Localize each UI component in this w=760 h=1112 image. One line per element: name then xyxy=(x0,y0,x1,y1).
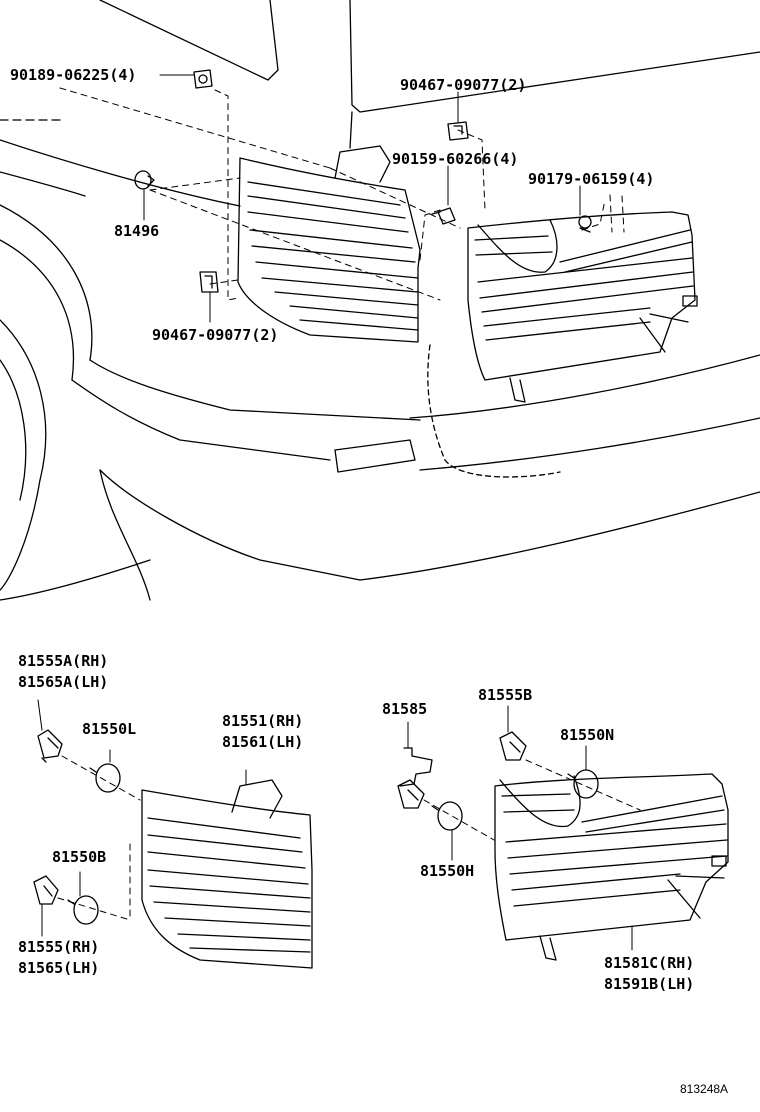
part-label-90467-09077-right: 90467-09077(2) xyxy=(400,76,527,94)
part-label-81555b: 81555B xyxy=(478,686,533,704)
part-label-81555-rh: 81555(RH) xyxy=(18,938,100,956)
part-label-81585: 81585 xyxy=(382,700,428,718)
diagram-code: 813248A xyxy=(680,1082,729,1096)
right-combo-lamp-top xyxy=(467,211,698,403)
part-label-90179-06159: 90179-06159(4) xyxy=(528,170,655,188)
part-label-90467-09077-left: 90467-09077(2) xyxy=(152,326,279,344)
left-tail-lamp-top xyxy=(237,145,421,343)
label-leaders-top xyxy=(143,74,581,323)
part-label-81591b-lh: 81591B(LH) xyxy=(604,975,695,993)
part-label-81550b: 81550B xyxy=(52,848,107,866)
part-label-81555a-rh: 81555A(RH) xyxy=(18,652,109,670)
vehicle-body xyxy=(0,0,760,601)
hardware-top xyxy=(134,69,592,293)
part-label-81496: 81496 xyxy=(114,222,160,240)
part-label-90159-60266: 90159-60266(4) xyxy=(392,150,519,168)
guide-lines-top xyxy=(59,87,625,301)
bottom-left-assembly xyxy=(33,699,313,969)
bottom-right-assembly xyxy=(397,705,729,961)
part-label-81550h: 81550H xyxy=(420,862,475,880)
part-label-81561-lh: 81561(LH) xyxy=(222,733,304,751)
part-label-81581c-rh: 81581C(RH) xyxy=(604,954,695,972)
part-label-81565a-lh: 81565A(LH) xyxy=(18,673,109,691)
part-label-81550n: 81550N xyxy=(560,726,615,744)
part-label-81550l: 81550L xyxy=(82,720,137,738)
part-label-90189-06225: 90189-06225(4) xyxy=(10,66,137,84)
part-label-81565-lh: 81565(LH) xyxy=(18,959,100,977)
part-label-81551-rh: 81551(RH) xyxy=(222,712,304,730)
